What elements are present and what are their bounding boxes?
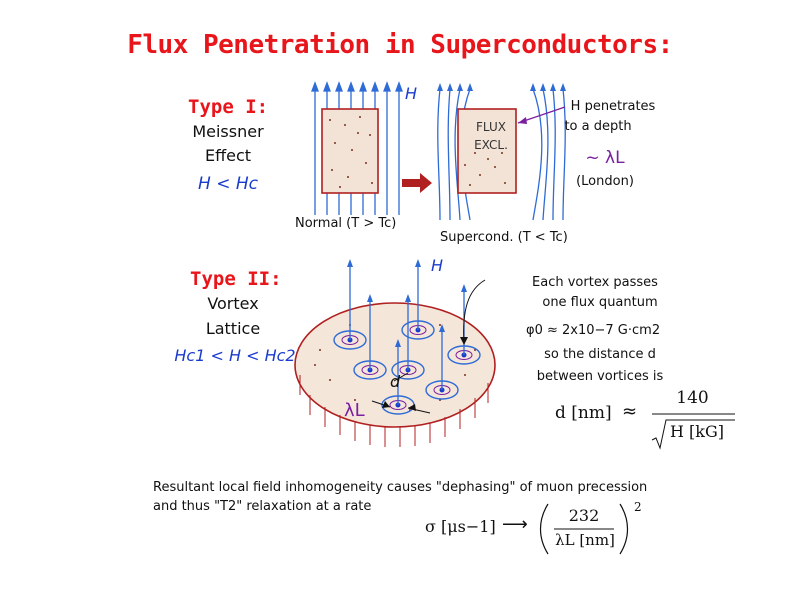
bottom-line1: Resultant local field inhomogeneity caus… xyxy=(153,480,648,495)
formula2-arrow: ⟶ xyxy=(502,514,528,535)
formula1-lhs: d [nm] xyxy=(555,403,612,423)
type1-line2: Effect xyxy=(204,146,252,165)
vortex xyxy=(353,294,387,380)
normal-sample-texture xyxy=(329,116,373,188)
type1-diagram: H xyxy=(311,81,566,221)
formula2-numerator: 232 xyxy=(568,506,600,525)
super-caption: Supercond. (T < Tc) xyxy=(440,230,568,245)
distance-line1: so the distance d xyxy=(544,347,656,362)
d-label: d xyxy=(390,372,401,391)
lambda-depth: ~ λL xyxy=(585,148,625,168)
formula2-exponent: 2 xyxy=(634,500,642,514)
formula1-fraction-lines xyxy=(651,413,735,450)
formula2-lhs: σ [μs−1] xyxy=(425,517,496,536)
type2-heading: Type II: xyxy=(190,268,282,290)
page-title: Flux Penetration in Superconductors: xyxy=(127,30,673,60)
type1-h-label: H xyxy=(405,84,417,103)
flux-quantum-value: φ0 ≈ 2x10−7 G·cm2 xyxy=(526,323,661,338)
super-sample xyxy=(457,108,517,194)
lambda-l-label: λL xyxy=(344,400,365,421)
bottom-line2: and thus "T2" relaxation at a rate xyxy=(153,499,372,514)
normal-sample xyxy=(321,108,379,194)
type1-condition: H < Hc xyxy=(198,174,258,194)
flux-excl-line2: EXCL. xyxy=(474,138,508,152)
flux-excl-line1: FLUX xyxy=(476,120,506,134)
vortex xyxy=(401,259,435,340)
type1-heading: Type I: xyxy=(188,96,269,118)
super-sample-texture xyxy=(464,152,506,186)
formula1-denominator: H [kG] xyxy=(670,422,724,441)
london-label: (London) xyxy=(576,174,634,189)
penetrates-line2: to a depth xyxy=(564,119,632,134)
formula2-brackets xyxy=(539,503,629,555)
formula1-numerator: 140 xyxy=(676,388,709,408)
type2-line2: Lattice xyxy=(205,319,261,338)
disk-fringe xyxy=(299,375,489,447)
vortex-text-line1: Each vortex passes xyxy=(532,275,658,290)
type1-line1: Meissner xyxy=(192,122,264,141)
type2-h-label: H xyxy=(431,256,444,275)
vortex-lattice-diagram xyxy=(294,259,496,447)
penetrates-line1: H penetrates xyxy=(570,99,656,114)
transition-arrow xyxy=(402,173,432,193)
formula1-approx: ≈ xyxy=(622,401,638,422)
vortex-pointer xyxy=(463,279,486,344)
type2-condition: Hc1 < H < Hc2 xyxy=(174,346,296,365)
vortex xyxy=(391,294,425,380)
super-field-lines xyxy=(437,88,566,221)
type2-line1: Vortex xyxy=(207,294,259,313)
formula2-denominator: λL [nm] xyxy=(555,531,615,549)
distance-line2: between vortices is xyxy=(536,369,664,384)
vortex-text-line2: one flux quantum xyxy=(542,295,658,310)
d-arrow xyxy=(393,372,409,382)
vortex xyxy=(333,259,367,350)
normal-caption: Normal (T > Tc) xyxy=(295,216,397,231)
vortex xyxy=(425,324,459,400)
